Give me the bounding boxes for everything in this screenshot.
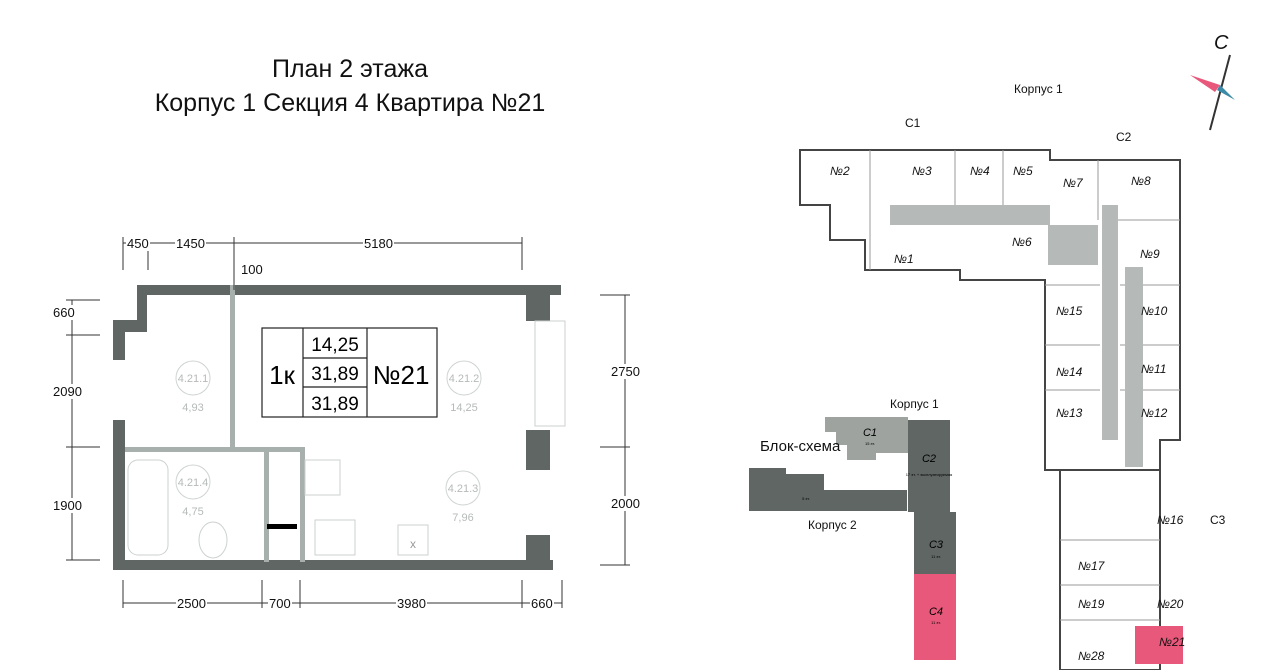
room-area: 14,25 bbox=[450, 402, 478, 414]
dim-left: 2090 bbox=[52, 384, 83, 399]
svg-text:x: x bbox=[410, 537, 416, 551]
living-area: 14,25 bbox=[311, 335, 359, 356]
plan-subtitle: Корпус 1 Секция 4 Квартира №21 bbox=[154, 89, 546, 117]
dim-right: 2750 bbox=[610, 364, 641, 379]
apartment-label[interactable]: №12 bbox=[1141, 406, 1168, 420]
apartment-label[interactable]: №11 bbox=[1141, 362, 1167, 376]
section-c4-highlight bbox=[914, 574, 956, 660]
dim-top: 100 bbox=[240, 262, 264, 277]
apartment-label[interactable]: №14 bbox=[1056, 365, 1083, 379]
apartment-label-highlighted[interactable]: №21 bbox=[1159, 635, 1186, 649]
dim-top: 1450 bbox=[175, 236, 206, 251]
apartment-label[interactable]: №5 bbox=[1013, 164, 1033, 178]
apartment-number: №21 bbox=[373, 360, 430, 390]
apartment-label[interactable]: №19 bbox=[1078, 597, 1105, 611]
apartment-label[interactable]: №6 bbox=[1012, 235, 1032, 249]
block-scheme: С1 15 эт. С2 17 эт. + эксплуатируемая С3… bbox=[749, 417, 956, 660]
korpus1-label: Корпус 1 bbox=[890, 397, 939, 411]
dim-top: 5180 bbox=[363, 236, 394, 251]
dim-left: 1900 bbox=[52, 498, 83, 513]
apartment-label[interactable]: №13 bbox=[1056, 406, 1083, 420]
dim-top: 450 bbox=[126, 236, 150, 251]
svg-text:С2: С2 bbox=[922, 453, 936, 465]
korpus-label: Корпус 1 bbox=[1014, 82, 1063, 96]
building-plan bbox=[799, 54, 1235, 670]
section-c3-label: С3 bbox=[1210, 513, 1226, 527]
apartment-label[interactable]: №1 bbox=[894, 252, 914, 266]
svg-text:С3: С3 bbox=[929, 539, 944, 551]
apartment-label[interactable]: №7 bbox=[1063, 176, 1083, 190]
room-id: 4.21.1 bbox=[178, 373, 209, 385]
svg-text:15 эт.: 15 эт. bbox=[865, 441, 875, 446]
total-area-2: 31,89 bbox=[311, 394, 359, 415]
svg-text:17 эт. + эксплуатируемая: 17 эт. + эксплуатируемая bbox=[906, 472, 953, 477]
apartment-label[interactable]: №28 bbox=[1078, 649, 1105, 663]
apartment-label[interactable]: №8 bbox=[1131, 174, 1151, 188]
apartment-label[interactable]: №2 bbox=[830, 164, 850, 178]
korpus2-label: Корпус 2 bbox=[808, 518, 857, 532]
svg-text:С1: С1 bbox=[863, 427, 877, 439]
apartment-label[interactable]: №4 bbox=[970, 164, 990, 178]
dim-bottom: 3980 bbox=[396, 596, 427, 611]
room-count: 1к bbox=[269, 360, 295, 390]
section-c1-label: С1 bbox=[905, 116, 921, 130]
block-scheme-title: Блок-схема bbox=[760, 438, 841, 455]
apartment-label[interactable]: №15 bbox=[1056, 304, 1083, 318]
svg-text:11 эт.: 11 эт. bbox=[931, 554, 941, 559]
room-id: 4.21.3 bbox=[448, 483, 479, 495]
plan-title: План 2 этажа bbox=[272, 55, 428, 83]
dim-bottom: 660 bbox=[530, 596, 554, 611]
room-area: 7,96 bbox=[452, 512, 473, 524]
svg-text:11 эт.: 11 эт. bbox=[931, 620, 941, 625]
section-c2-label: С2 bbox=[1116, 130, 1132, 144]
room-area: 4,93 bbox=[182, 402, 203, 414]
compass-north-label: С bbox=[1214, 32, 1229, 54]
total-area: 31,89 bbox=[311, 364, 359, 385]
room-id: 4.21.2 bbox=[449, 373, 480, 385]
dim-bottom: 700 bbox=[268, 596, 292, 611]
room-id: 4.21.4 bbox=[178, 477, 209, 489]
dim-bottom: 2500 bbox=[176, 596, 207, 611]
svg-text:С4: С4 bbox=[929, 606, 943, 618]
apartment-plan: x 4.21.1 4,93 4.21.2 14,25 4.21.3 7,96 4… bbox=[66, 237, 630, 608]
apartment-label[interactable]: №10 bbox=[1141, 304, 1168, 318]
apartment-label[interactable]: №17 bbox=[1078, 559, 1105, 573]
apartment-label[interactable]: №20 bbox=[1157, 597, 1184, 611]
dim-right: 2000 bbox=[610, 496, 641, 511]
apartment-label[interactable]: №9 bbox=[1140, 247, 1160, 261]
apartment-label[interactable]: №3 bbox=[912, 164, 932, 178]
room-area: 4,75 bbox=[182, 506, 203, 518]
svg-text:5 эт.: 5 эт. bbox=[802, 496, 810, 501]
compass-icon bbox=[1190, 54, 1235, 131]
dim-left: 660 bbox=[52, 305, 76, 320]
apartment-label[interactable]: №16 bbox=[1157, 513, 1184, 527]
